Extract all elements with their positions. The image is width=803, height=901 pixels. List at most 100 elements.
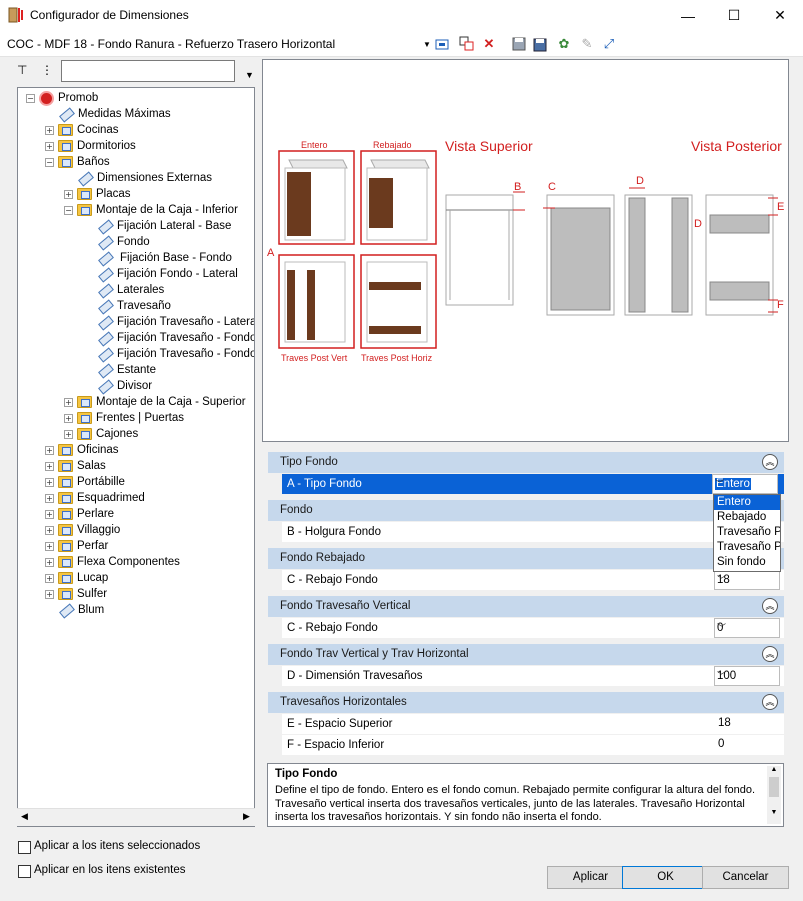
tree-node[interactable]: Fijación Travesaño - Fondo I — [98, 346, 254, 362]
collapse-icon[interactable]: ︽ — [762, 454, 778, 470]
section-travesanos-horizontales[interactable]: Travesaños Horizontales︽ — [268, 692, 784, 713]
row-rebajo-fondo-2[interactable]: C - Rebajo Fondo 0﹀ — [282, 618, 784, 638]
apply-selected-checkbox[interactable] — [18, 841, 31, 854]
section-fondo-trav-vh[interactable]: Fondo Trav Vertical y Trav Horizontal︽ — [268, 644, 784, 665]
close-button[interactable]: ✕ — [774, 7, 786, 23]
apply-button[interactable]: Aplicar — [547, 866, 634, 889]
tree-horizontal-scrollbar[interactable]: ◀ ▶ — [17, 808, 255, 826]
chevron-down-icon[interactable]: ﹀ — [715, 479, 725, 489]
cancel-button[interactable]: Cancelar — [702, 866, 789, 889]
tree-node[interactable]: Laterales — [98, 282, 164, 298]
dim-e: E — [777, 201, 785, 213]
tree-node[interactable]: Fijación Travesaño - Fondo I — [98, 330, 254, 346]
section-fondo-travesano-vertical[interactable]: Fondo Travesaño Vertical︽ — [268, 596, 784, 617]
section-fondo[interactable]: Fondo — [268, 500, 784, 521]
expand-all-icon[interactable]: ⊤ — [17, 63, 28, 77]
tag-icon — [98, 236, 112, 248]
rebajo-fondo-2-select[interactable]: 0﹀ — [714, 618, 780, 638]
label-entero: Entero — [301, 140, 328, 150]
option-entero[interactable]: Entero — [714, 495, 780, 510]
folder-icon — [77, 188, 92, 200]
tree-node[interactable]: Divisor — [98, 378, 152, 394]
save-as-icon[interactable] — [532, 35, 550, 53]
option-rebajado[interactable]: Rebajado — [717, 511, 767, 523]
tree-node[interactable]: +Oficinas — [45, 444, 119, 456]
chevron-down-icon[interactable]: ﹀ — [717, 671, 727, 681]
connect-icon[interactable]: ⤢ — [603, 36, 615, 51]
rebajo-fondo-select[interactable]: 18﹀ — [714, 570, 780, 590]
tree-node[interactable]: +Placas — [64, 188, 131, 200]
tree-node[interactable]: +Cocinas — [45, 124, 119, 136]
tree-node[interactable]: −Promob — [26, 90, 99, 106]
settings-icon[interactable]: ✿ — [558, 36, 570, 51]
tree-node[interactable]: +Lucap — [45, 572, 109, 584]
tree-node[interactable]: Fijación Fondo - Lateral — [98, 266, 238, 282]
select-icon[interactable] — [434, 35, 452, 53]
ok-button[interactable]: OK — [622, 866, 709, 889]
row-tipo-fondo[interactable]: A - Tipo Fondo Entero﹀ — [282, 474, 784, 494]
wand-icon[interactable]: ✎ — [581, 36, 593, 51]
tree-node[interactable]: +Cajones — [64, 428, 139, 440]
tree-node[interactable]: +Salas — [45, 460, 106, 472]
tree-node[interactable]: +Perlare — [45, 508, 115, 520]
help-scrollbar[interactable]: ▲ ▼ — [767, 766, 781, 824]
tree-node[interactable]: +Flexa Componentes — [45, 556, 180, 568]
tree-node[interactable]: +Sulfer — [45, 588, 108, 600]
minimize-button[interactable]: — — [681, 7, 695, 24]
tree-node[interactable]: +Esquadrimed — [45, 492, 145, 504]
tree-search-input[interactable] — [61, 60, 235, 82]
section-tipo-fondo[interactable]: Tipo Fondo︽ — [268, 452, 784, 473]
tree-node[interactable]: +Dormitorios — [45, 140, 136, 152]
row-rebajo-fondo[interactable]: C - Rebajo Fondo 18﹀ — [282, 570, 784, 590]
tree-node[interactable]: −Baños — [45, 156, 110, 168]
row-holgura-fondo[interactable]: B - Holgura Fondo — [282, 522, 784, 542]
tree-node[interactable]: Fijación Lateral - Base — [98, 218, 231, 234]
tree-node[interactable]: Fijación Base - Fondo — [98, 250, 232, 266]
folder-icon — [58, 588, 73, 600]
tree-node[interactable]: Dimensiones Externas — [78, 170, 212, 186]
copy-icon[interactable] — [458, 35, 476, 53]
collapse-icon[interactable]: ︽ — [762, 646, 778, 662]
chevron-down-icon[interactable]: ﹀ — [717, 575, 727, 585]
dimension-travesanos-select[interactable]: 100﹀ — [714, 666, 780, 686]
option-travesano-vertical[interactable]: Travesaño P — [717, 526, 781, 538]
tree-node[interactable]: +Frentes | Puertas — [64, 412, 184, 424]
section-fondo-rebajado[interactable]: Fondo Rebajado — [268, 548, 784, 569]
scroll-right-icon[interactable]: ▶ — [243, 811, 250, 821]
row-dimension-travesanos[interactable]: D - Dimensión Travesaños 100﹀ — [282, 666, 784, 686]
tree-node[interactable]: +Villaggio — [45, 524, 121, 536]
dim-d2: D — [694, 218, 702, 230]
help-title: Tipo Fondo — [275, 768, 338, 780]
delete-icon[interactable]: ✕ — [483, 36, 495, 51]
tree-node-selected[interactable]: Fondo — [98, 234, 150, 250]
folder-icon — [58, 156, 73, 168]
option-travesano-horizontal[interactable]: Travesaño P — [717, 541, 781, 553]
collapse-icon[interactable]: ︽ — [762, 598, 778, 614]
scroll-left-icon[interactable]: ◀ — [21, 811, 28, 821]
tree-node[interactable]: Fijación Travesaño - Lateral — [98, 314, 254, 330]
tree-menu-icon[interactable]: ▼ — [245, 70, 254, 80]
maximize-button[interactable]: ☐ — [727, 7, 741, 23]
tree-node[interactable]: Medidas Máximas — [59, 106, 171, 122]
tipo-fondo-select[interactable]: Entero﹀ — [712, 474, 778, 494]
tree-node[interactable]: +Montaje de la Caja - Superior — [64, 396, 246, 408]
tipo-fondo-dropdown[interactable]: Entero Rebajado Travesaño P Travesaño P … — [713, 494, 781, 572]
save-icon[interactable] — [510, 35, 528, 53]
tree-node[interactable]: Travesaño — [98, 298, 171, 314]
chevron-down-icon[interactable]: ﹀ — [717, 623, 727, 633]
tree-node[interactable]: Estante — [98, 362, 156, 378]
option-sin-fondo[interactable]: Sin fondo — [717, 556, 766, 568]
apply-existing-checkbox[interactable] — [18, 865, 31, 878]
tree-node[interactable]: Blum — [59, 602, 104, 618]
dropdown-arrow-icon[interactable]: ▼ — [423, 39, 431, 49]
collapse-icon[interactable]: ︽ — [762, 694, 778, 710]
tree-node[interactable]: +Perfar — [45, 540, 109, 552]
tree-node[interactable]: −Montaje de la Caja - Inferior — [64, 204, 238, 216]
tree-view[interactable]: −Promob Medidas Máximas +Cocinas +Dormit… — [17, 87, 255, 827]
tree-node[interactable]: +Portábille — [45, 476, 125, 488]
collapse-all-icon[interactable]: ⋮ — [41, 63, 53, 77]
rebajado-back-panel — [369, 178, 393, 228]
folder-icon — [77, 412, 92, 424]
